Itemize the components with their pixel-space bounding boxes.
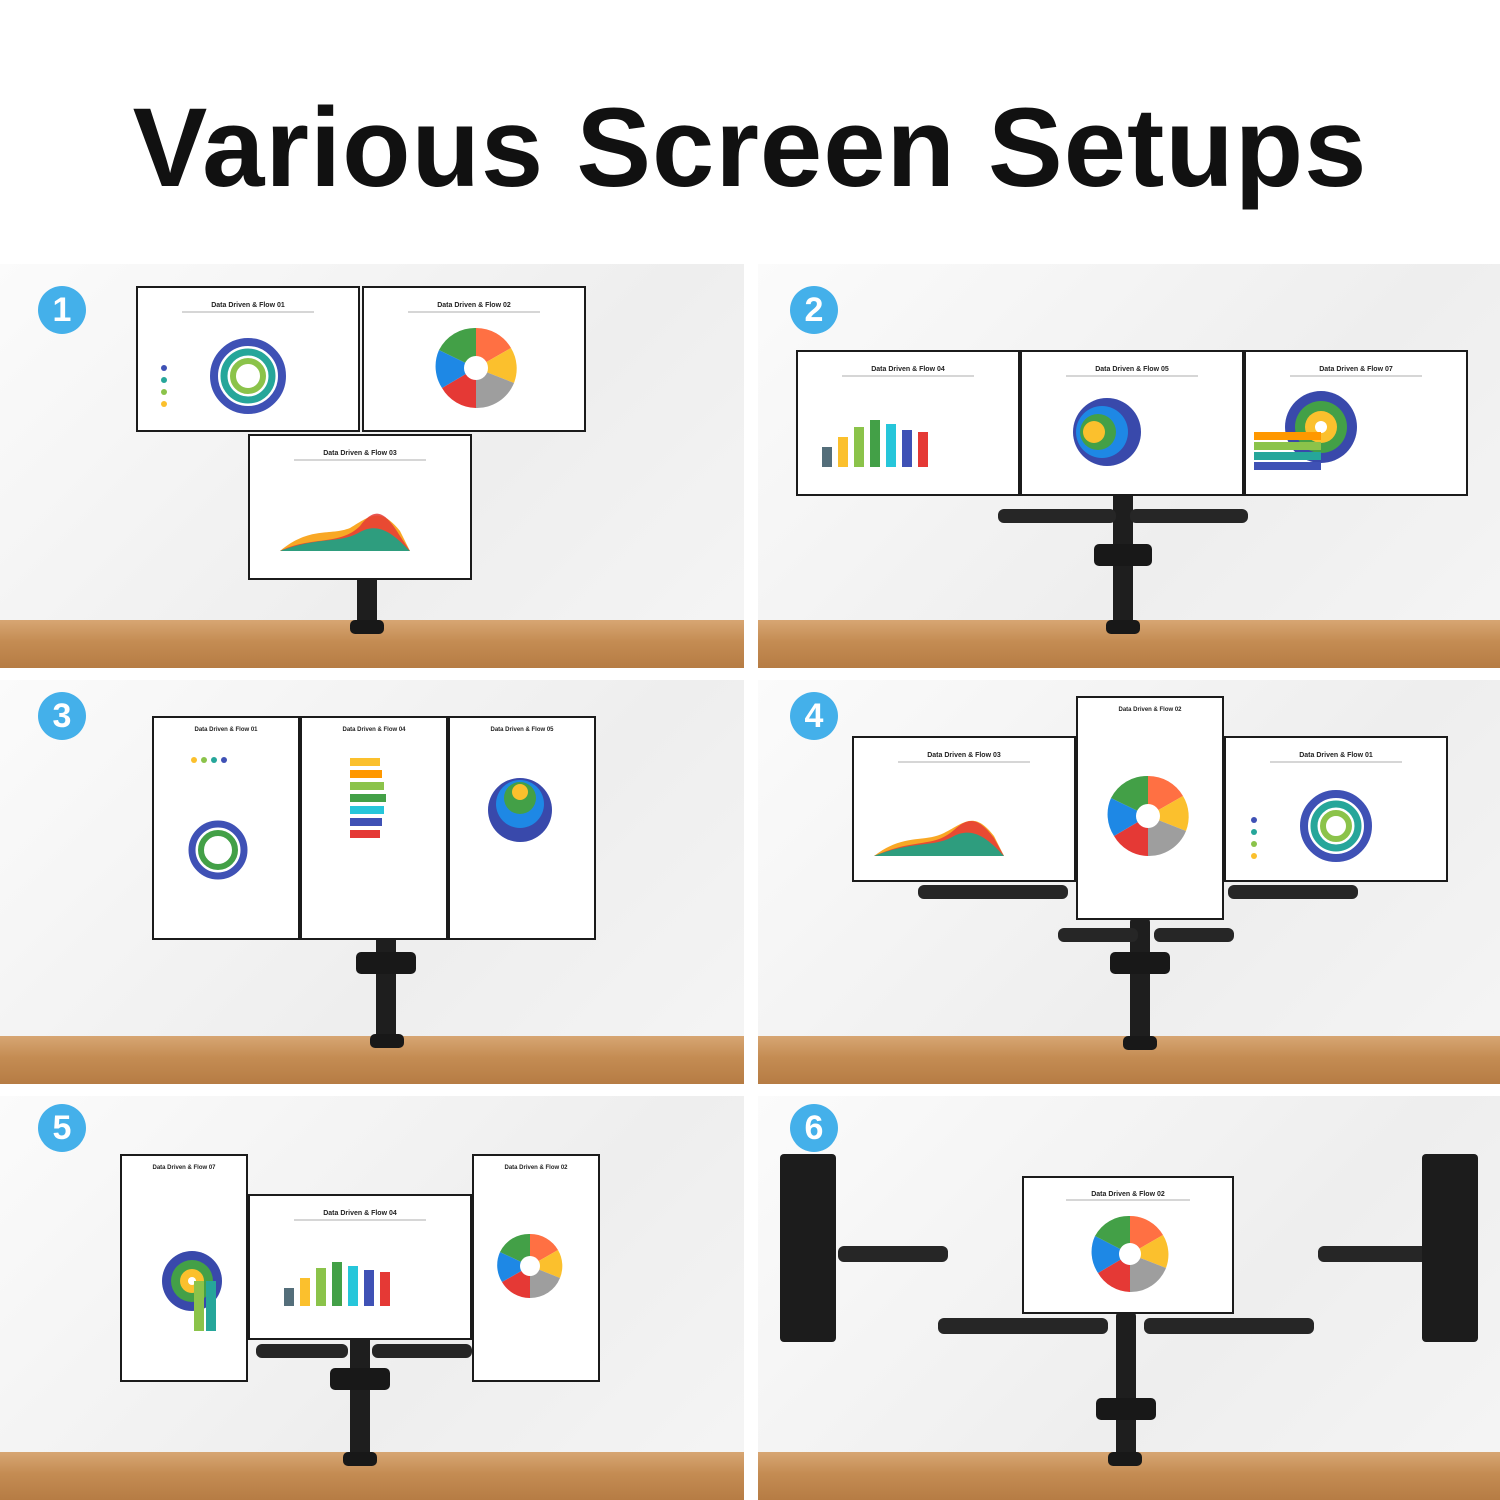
- monitor-arm: [998, 509, 1116, 523]
- monitor-arm: [1228, 885, 1358, 899]
- monitor-screen: Data Driven & Flow 04: [796, 350, 1020, 496]
- arm-hub: [330, 1368, 390, 1390]
- setup-number-badge: 6: [790, 1104, 838, 1152]
- screen-title: Data Driven & Flow 04: [871, 366, 945, 374]
- screen-title: Data Driven & Flow 07: [152, 1164, 216, 1171]
- monitor-arm: [1130, 509, 1248, 523]
- donut-infographic: [1251, 790, 1372, 862]
- monitor-screen: Data Driven & Flow 02: [1076, 696, 1224, 920]
- monitor-screen: Data Driven & Flow 01: [152, 716, 300, 940]
- monitor-screen: Data Driven & Flow 03: [248, 434, 472, 580]
- screen-title: Data Driven & Flow 03: [927, 752, 1001, 760]
- desk-clamp: [1106, 620, 1140, 634]
- setup-number-badge: 4: [790, 692, 838, 740]
- monitor-arm: [1154, 928, 1234, 942]
- desk-clamp: [350, 620, 384, 634]
- monitor-screen: Data Driven & Flow 07: [120, 1154, 248, 1382]
- monitor-screen: Data Driven & Flow 01: [1224, 736, 1448, 882]
- circles-infographic: [488, 778, 552, 842]
- monitor-screen: Data Driven & Flow 04: [300, 716, 448, 940]
- area-infographic: [874, 820, 1004, 856]
- spiral-infographic: [1254, 391, 1357, 470]
- monitor-arm: [938, 1318, 1108, 1334]
- monitor-arm: [372, 1344, 472, 1358]
- desk-clamp: [370, 1034, 404, 1048]
- setup-panel-5: 5 Data Driven & Flow 07 Data Driven & Fl…: [0, 1096, 744, 1500]
- screen-title: Data Driven & Flow 02: [1118, 706, 1182, 713]
- setup-panel-4: 4 Data Driven & Flow 03 Data Driven & Fl…: [758, 680, 1500, 1084]
- monitor-screen: Data Driven & Flow 05: [448, 716, 596, 940]
- arm-hub: [1110, 952, 1170, 974]
- monitor-pole: [1116, 1312, 1136, 1458]
- screen-title: Data Driven & Flow 03: [323, 450, 397, 458]
- screen-title: Data Driven & Flow 05: [1095, 366, 1169, 374]
- arm-hub: [1094, 544, 1152, 566]
- pie-infographic: [1091, 1215, 1169, 1293]
- desk-clamp: [343, 1452, 377, 1466]
- screen-title: Data Driven & Flow 04: [342, 726, 406, 733]
- monitor-screen: Data Driven & Flow 02: [362, 286, 586, 432]
- setup-panel-6: 6 Data Driven & Flow 02: [758, 1096, 1500, 1500]
- screen-title: Data Driven & Flow 01: [1299, 752, 1373, 760]
- screen-title: Data Driven & Flow 02: [437, 302, 511, 310]
- desk-clamp: [1108, 1452, 1142, 1466]
- screen-title: Data Driven & Flow 02: [504, 1164, 568, 1171]
- screen-title: Data Driven & Flow 07: [1319, 366, 1393, 374]
- monitor-screen: Data Driven & Flow 04: [248, 1194, 472, 1340]
- monitor-pole: [350, 1336, 370, 1458]
- setup-panel-3: 3 Data Driven & Flow 01 Data Driven & Fl…: [0, 680, 744, 1084]
- screen-title: Data Driven & Flow 01: [211, 302, 285, 310]
- screen-title: Data Driven & Flow 05: [490, 726, 554, 733]
- setup-number-badge: 1: [38, 286, 86, 334]
- pie-infographic: [1107, 775, 1189, 857]
- screen-title: Data Driven & Flow 02: [1091, 1191, 1165, 1199]
- bar-infographic: [284, 1262, 390, 1306]
- setup-number-badge: 2: [790, 286, 838, 334]
- bar-infographic: [822, 420, 928, 467]
- monitor-back: [780, 1154, 836, 1342]
- monitor-pole: [1130, 918, 1150, 1042]
- monitor-screen: Data Driven & Flow 01: [136, 286, 360, 432]
- spiral-infographic: [162, 1251, 222, 1331]
- desk-clamp: [1123, 1036, 1157, 1050]
- monitor-screen: Data Driven & Flow 03: [852, 736, 1076, 882]
- setup-panel-2: 2 Data Driven & Flow 04 Data Driven & Fl…: [758, 264, 1500, 668]
- setup-panel-1: 1 Data Driven & Flow 01 Data Driven & Fl…: [0, 264, 744, 668]
- pie-infographic: [435, 327, 517, 409]
- page-title: Various Screen Setups: [132, 85, 1368, 210]
- screen-title: Data Driven & Flow 04: [323, 1210, 397, 1218]
- monitor-screen: Data Driven & Flow 02: [1022, 1176, 1234, 1314]
- monitor-screen: Data Driven & Flow 02: [472, 1154, 600, 1382]
- screen-title: Data Driven & Flow 01: [194, 726, 258, 733]
- setup-number-badge: 3: [38, 692, 86, 740]
- monitor-screen: Data Driven & Flow 05: [1020, 350, 1244, 496]
- monitor-arm: [256, 1344, 348, 1358]
- circles-infographic: [1073, 398, 1141, 466]
- monitor-arm: [1318, 1246, 1428, 1262]
- donut-infographic: [188, 757, 248, 880]
- donut-infographic: [161, 338, 286, 414]
- monitor-back: [1422, 1154, 1478, 1342]
- arm-hub: [1096, 1398, 1156, 1420]
- monitor-arm: [918, 885, 1068, 899]
- monitor-arm: [838, 1246, 948, 1262]
- arm-hub: [356, 952, 416, 974]
- bar-infographic: [350, 758, 386, 838]
- area-infographic: [280, 513, 410, 551]
- monitor-arm: [1144, 1318, 1314, 1334]
- monitor-screen: Data Driven & Flow 07: [1244, 350, 1468, 496]
- setup-number-badge: 5: [38, 1104, 86, 1152]
- monitor-arm: [1058, 928, 1138, 942]
- pie-infographic: [497, 1233, 563, 1299]
